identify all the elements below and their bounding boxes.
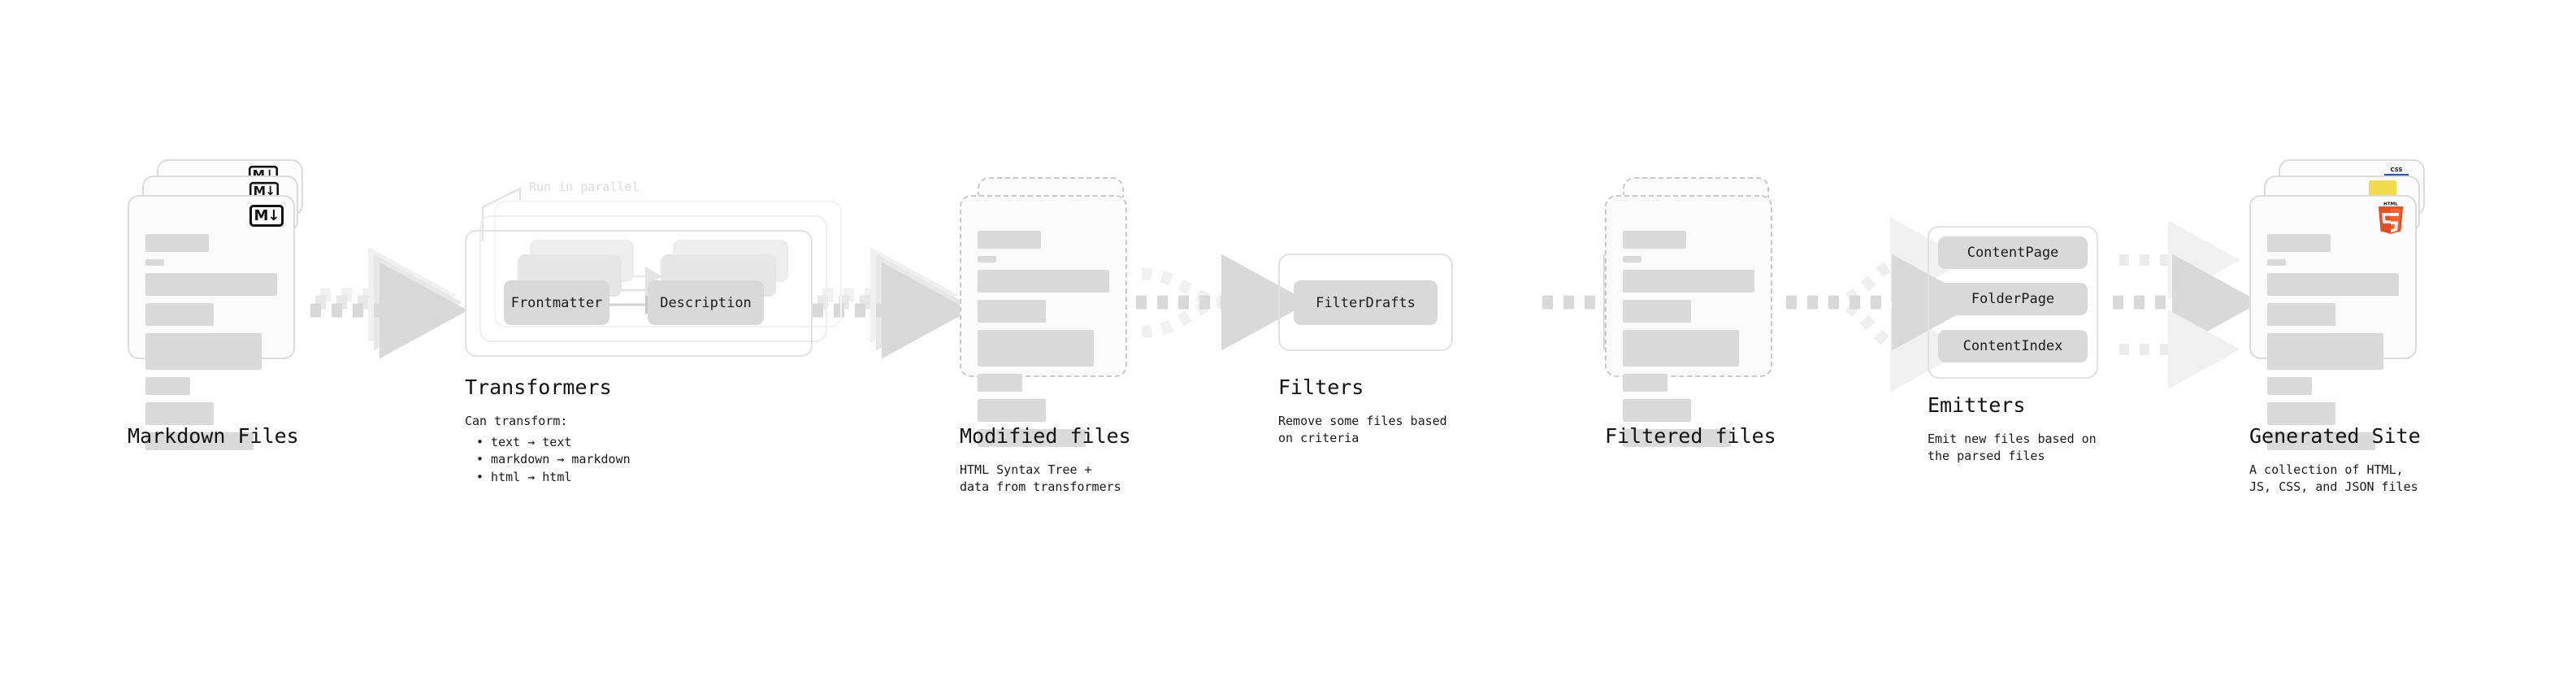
caption-generated-site: Generated Site	[2249, 424, 2421, 448]
doc-line	[145, 402, 215, 425]
stage-markdown-files: M↓ M↓ M↓	[128, 159, 314, 450]
doc-line	[1623, 270, 1754, 293]
stage-modified-files	[960, 177, 1147, 447]
caption-transformers: Transformers	[465, 375, 612, 399]
list-item: • markdown → markdown	[476, 452, 631, 467]
transformers-pill-frontmatter[interactable]: Frontmatter	[504, 280, 609, 325]
stage-generated-site: CSS HTML	[2249, 159, 2444, 450]
transformers-group	[465, 230, 813, 357]
arrow-markdown-to-transformers	[310, 246, 468, 359]
doc-line	[1623, 300, 1692, 323]
stage-filtered-files	[1605, 177, 1792, 447]
arrow-emitters-to-site	[2113, 220, 2261, 389]
generated-card-stack: CSS HTML	[2249, 159, 2444, 450]
doc-line	[978, 300, 1047, 323]
doc-line	[2267, 377, 2313, 395]
doc-line	[1623, 231, 1686, 249]
filtered-card-lines	[1623, 231, 1754, 454]
doc-line	[2267, 432, 2375, 450]
transformers-pill-description[interactable]: Description	[648, 280, 764, 325]
caption-transformers-body: Can transform:	[465, 414, 568, 428]
doc-line	[1623, 374, 1668, 392]
doc-line	[978, 429, 1086, 447]
doc-line	[978, 256, 996, 262]
doc-line	[2267, 259, 2286, 266]
doc-line	[145, 377, 191, 395]
js-badge	[2369, 180, 2396, 197]
doc-line	[2267, 234, 2331, 252]
emitters-pill-folderpage[interactable]: FolderPage	[1938, 283, 2088, 315]
emitters-pill-contentindex[interactable]: ContentIndex	[1938, 330, 2088, 362]
modified-card-lines	[978, 231, 1109, 454]
doc-line	[2267, 402, 2336, 425]
run-in-parallel-label: Run in parallel	[529, 180, 640, 194]
caption-modified-files: Modified files	[960, 424, 1131, 448]
modified-card-stack	[960, 177, 1147, 447]
transformers-group-back-2	[494, 201, 842, 327]
svg-text:HTML: HTML	[2383, 202, 2398, 207]
markdown-card-lines	[145, 234, 277, 458]
html5-badge-icon: HTML	[2378, 202, 2404, 234]
emitters-pill-contentpage[interactable]: ContentPage	[1938, 236, 2088, 269]
filtered-card-stack	[1605, 177, 1792, 447]
markdown-badge: M↓	[249, 205, 284, 227]
doc-line	[978, 270, 1109, 293]
list-item: • html → html	[476, 469, 572, 484]
generated-card-front: HTML	[2249, 195, 2417, 450]
doc-line	[145, 273, 277, 296]
caption-filters: Filters	[1278, 375, 1364, 399]
doc-line	[978, 330, 1094, 367]
doc-line	[2267, 303, 2336, 326]
arrow-filtered-to-emitters	[1786, 217, 1980, 393]
caption-modified-files-body: HTML Syntax Tree + data from transformer…	[960, 462, 1121, 495]
doc-line	[145, 259, 164, 266]
transformers-capability-list: • text → text • markdown → markdown • ht…	[465, 434, 631, 486]
filters-group	[1278, 254, 1453, 351]
html5-badge: HTML	[2376, 202, 2405, 239]
doc-line	[145, 303, 215, 326]
doc-line	[145, 234, 209, 252]
filters-pill-filterdrafts[interactable]: FilterDrafts	[1294, 280, 1438, 325]
doc-line	[1623, 330, 1739, 367]
emitters-group	[1928, 226, 2098, 379]
generated-card-lines	[2267, 234, 2399, 458]
css-badge-label: CSS	[2390, 167, 2403, 173]
doc-line	[978, 399, 1047, 422]
doc-line	[145, 333, 262, 370]
doc-line	[145, 432, 254, 450]
doc-line	[1623, 256, 1641, 262]
doc-line	[2267, 333, 2383, 370]
doc-line	[1623, 429, 1731, 447]
caption-filtered-files: Filtered files	[1605, 424, 1776, 448]
doc-line	[1623, 399, 1692, 422]
caption-markdown-files: Markdown Files	[128, 424, 299, 448]
doc-line	[978, 374, 1023, 392]
caption-filters-body: Remove some files based on criteria	[1278, 414, 1447, 446]
arrow-modified-to-filters	[1136, 254, 1310, 351]
list-item: • text → text	[476, 435, 572, 449]
filtered-card-front	[1605, 195, 1772, 447]
markdown-card-stack: M↓ M↓ M↓	[128, 159, 314, 450]
modified-card-front	[960, 195, 1127, 447]
caption-emitters-body: Emit new files based on the parsed files	[1928, 432, 2097, 464]
doc-line	[2267, 273, 2399, 296]
markdown-card-front: M↓	[128, 195, 295, 450]
caption-emitters: Emitters	[1928, 393, 2026, 417]
doc-line	[978, 231, 1041, 249]
caption-generated-site-body: A collection of HTML, JS, CSS, and JSON …	[2249, 462, 2418, 495]
transformers-group-back-1	[479, 215, 827, 342]
